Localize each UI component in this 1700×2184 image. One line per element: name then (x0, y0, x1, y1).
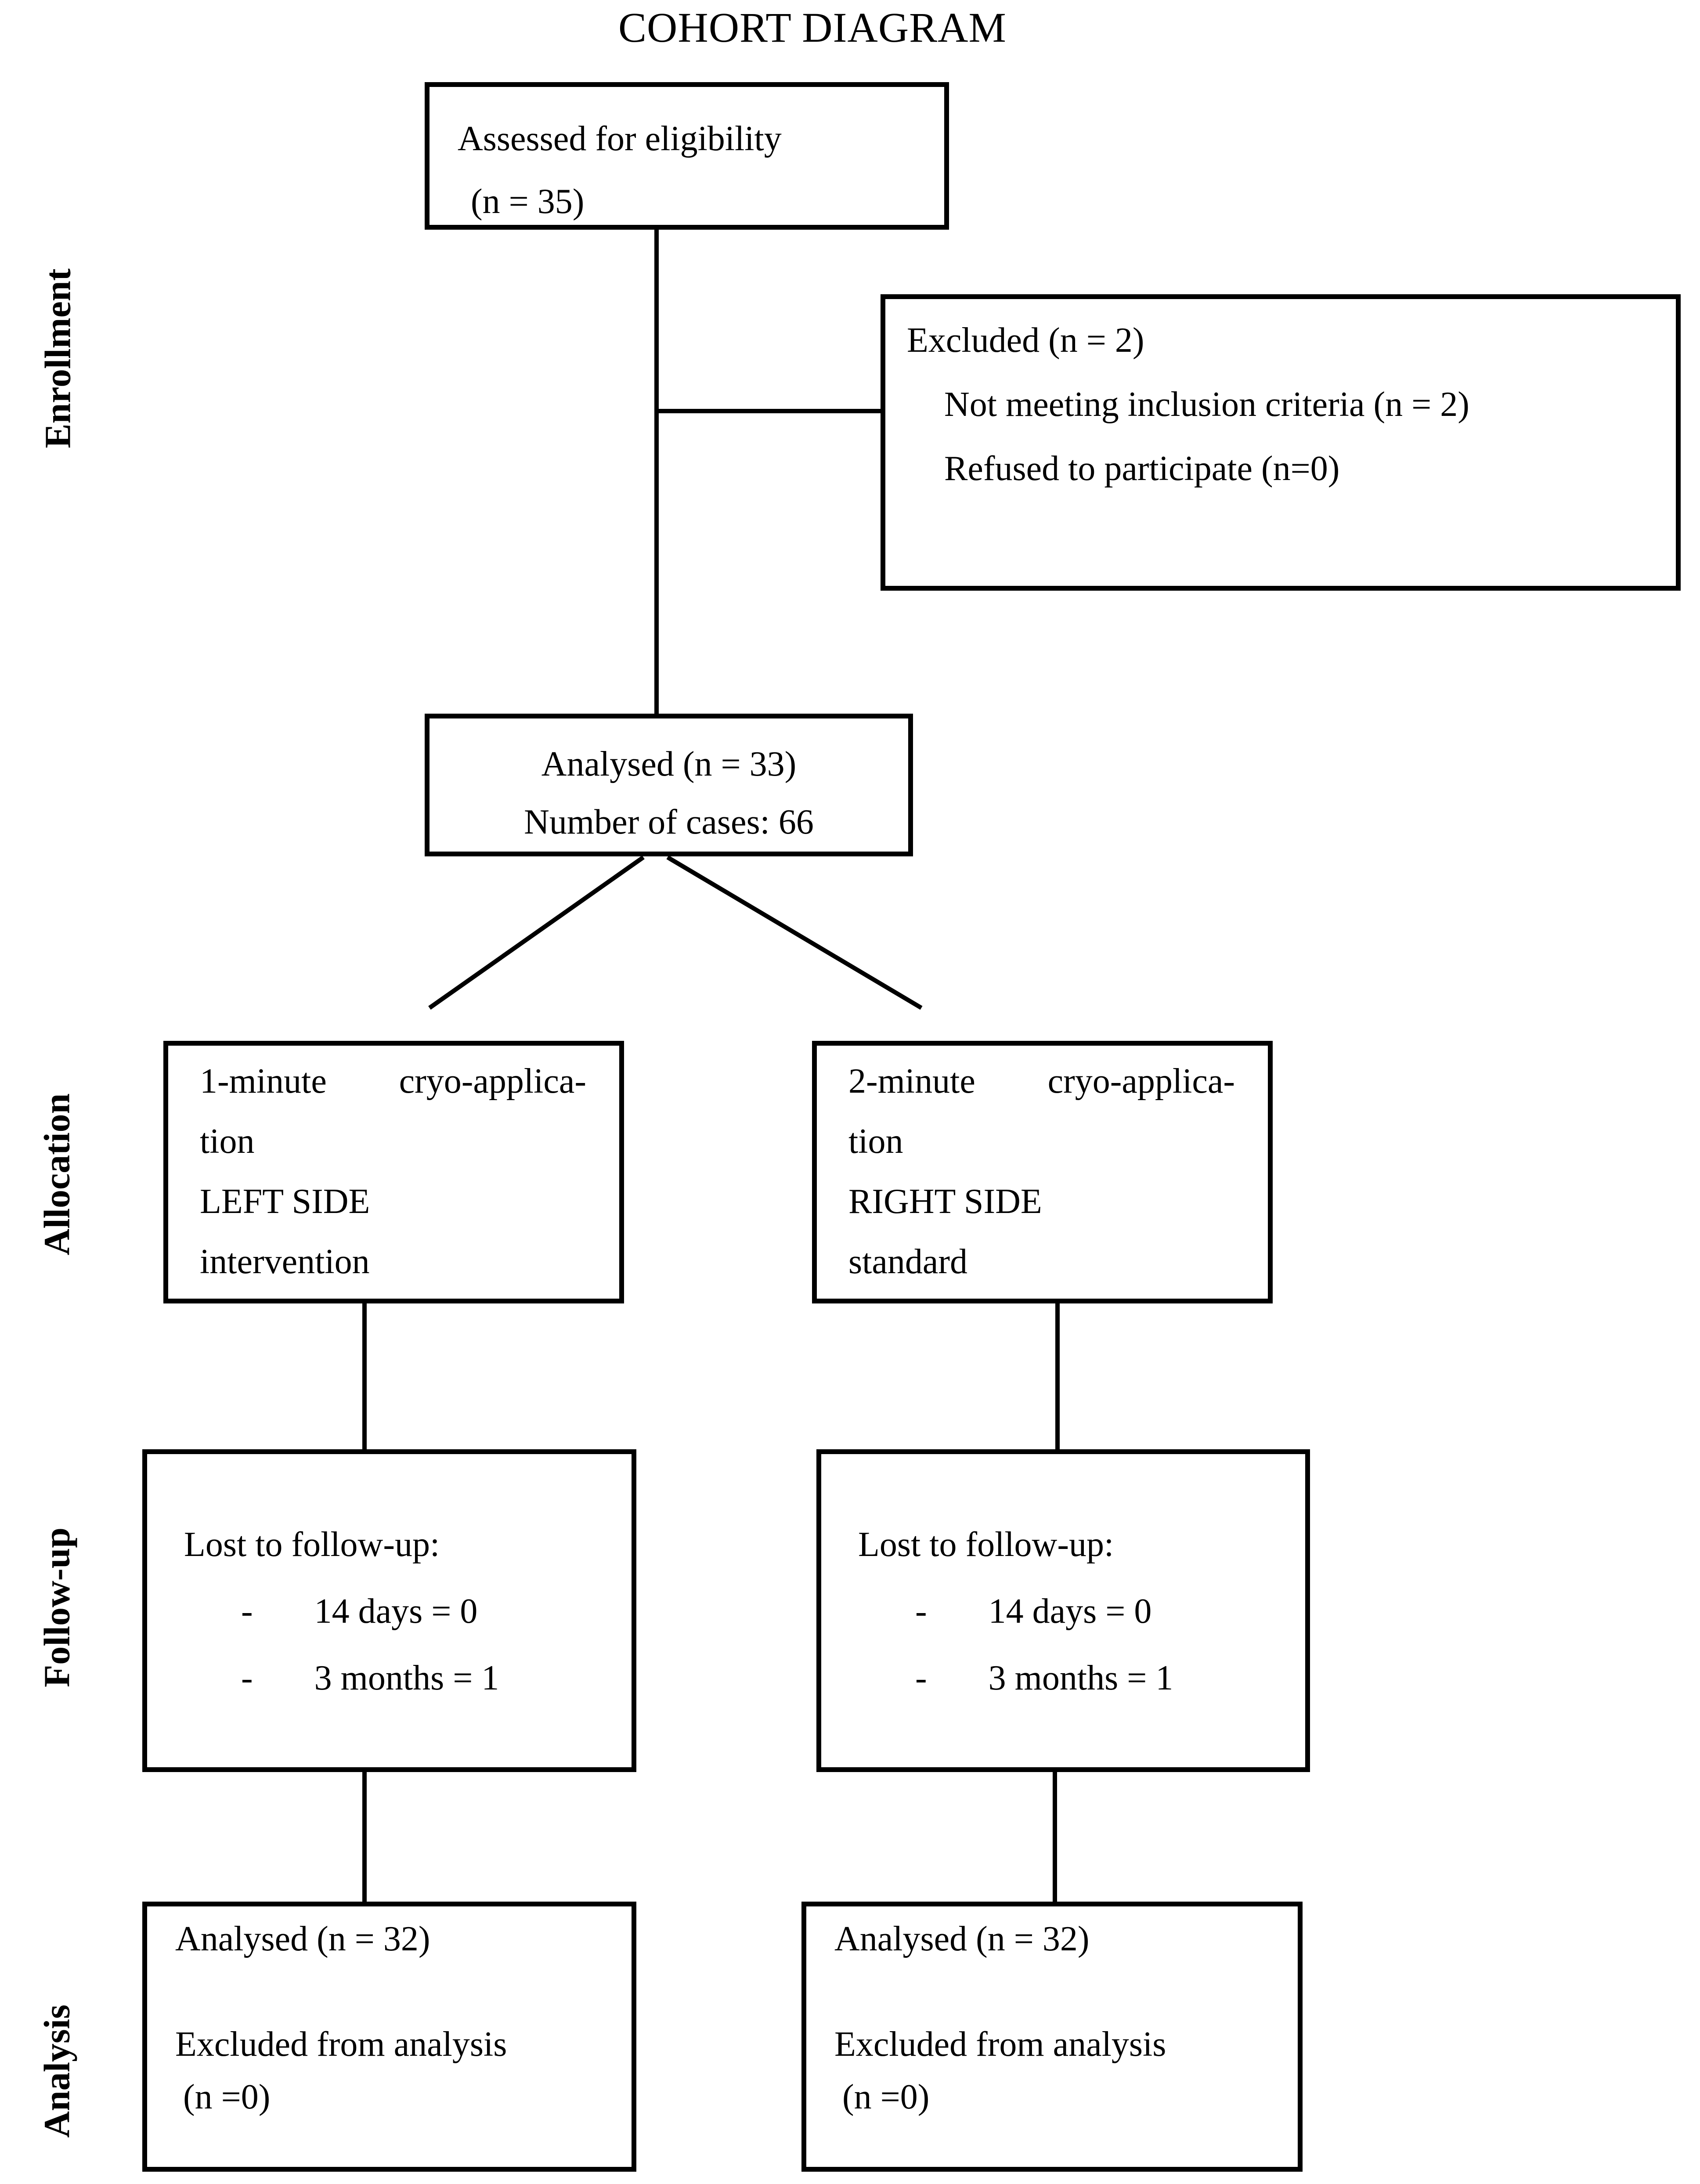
excluded-box: Excluded (n = 2) Not meeting inclusion c… (881, 294, 1681, 591)
allocation-left-line2: tion (200, 1122, 255, 1161)
followup-left-bullet1: - 14 days = 0 (184, 1578, 623, 1645)
allocation-right-line2: tion (848, 1122, 903, 1161)
allocation-right-line1: 2-minute cryo-applica- (848, 1051, 1235, 1112)
allocation-left-line1: 1-minute cryo-applica- (200, 1051, 586, 1112)
analysis-right-line2: Excluded from analysis (834, 2025, 1166, 2064)
blank-line (834, 1965, 1289, 2018)
allocation-right-line4: standard (848, 1242, 968, 1281)
analysis-right-box: Analysed (n = 32) Excluded from analysis… (801, 1902, 1303, 2172)
connector-diagonal-right (666, 855, 923, 1010)
assessed-line2: (n = 35) (471, 182, 585, 221)
analysis-left-line1: Analysed (n = 32) (175, 1920, 430, 1958)
blank-line (175, 1965, 623, 2018)
followup-left-bullet1-text: 14 days = 0 (314, 1592, 478, 1631)
allocation-left-line1-start: 1-minute (200, 1062, 327, 1101)
followup-right-bullet1: - 14 days = 0 (858, 1578, 1296, 1645)
analysis-left-box: Analysed (n = 32) Excluded from analysis… (142, 1902, 636, 2172)
allocation-right-line3: RIGHT SIDE (848, 1182, 1042, 1221)
bullet-dash: - (241, 1659, 253, 1697)
followup-right-box: Lost to follow-up: - 14 days = 0 - 3 month… (816, 1449, 1310, 1772)
diagram-title: COHORT DIAGRAM (618, 4, 1007, 51)
followup-left-box: Lost to follow-up: - 14 days = 0 - 3 month… (142, 1449, 636, 1772)
analysed-total-line1: Analysed (n = 33) (541, 745, 797, 783)
allocation-left-box: 1-minute cryo-applica- tion LEFT SIDE in… (163, 1041, 624, 1303)
allocation-right-box: 2-minute cryo-applica- tion RIGHT SIDE s… (812, 1041, 1273, 1303)
allocation-right-line1-start: 2-minute (848, 1062, 975, 1101)
analysis-left-line2: Excluded from analysis (175, 2025, 507, 2064)
analysed-total-box: Analysed (n = 33) Number of cases: 66 (425, 714, 913, 856)
excluded-line3: Refused to participate (n=0) (944, 449, 1340, 488)
assessed-line1: Assessed for eligibility (458, 119, 782, 158)
analysis-right-line1: Analysed (n = 32) (834, 1920, 1090, 1958)
excluded-line1: Excluded (n = 2) (907, 321, 1144, 360)
followup-right-bullet2: - 3 months = 1 (858, 1645, 1296, 1711)
followup-right-title: Lost to follow-up: (858, 1525, 1114, 1564)
bullet-dash: - (241, 1592, 253, 1631)
followup-right-bullet2-text: 3 months = 1 (988, 1659, 1173, 1697)
followup-left-bullet2: - 3 months = 1 (184, 1645, 623, 1711)
analysis-left-line3: (n =0) (183, 2078, 271, 2116)
followup-right-bullet1-text: 14 days = 0 (988, 1592, 1152, 1631)
excluded-line2: Not meeting inclusion criteria (n = 2) (944, 385, 1469, 424)
followup-left-bullet2-text: 3 months = 1 (314, 1659, 499, 1697)
analysis-right-line3: (n =0) (842, 2078, 930, 2116)
bullet-dash: - (915, 1659, 927, 1697)
allocation-right-line1-end: cryo-applica- (1047, 1062, 1235, 1101)
followup-left-title: Lost to follow-up: (184, 1525, 440, 1564)
connector-diagonal-left (428, 855, 645, 1010)
allocation-left-line3: LEFT SIDE (200, 1182, 370, 1221)
bullet-dash: - (915, 1592, 927, 1631)
allocation-left-line1-end: cryo-applica- (399, 1062, 586, 1101)
assessed-eligibility-box: Assessed for eligibility (n = 35) (425, 82, 949, 230)
analysed-total-line2: Number of cases: 66 (524, 803, 814, 841)
allocation-left-line4: intervention (200, 1242, 370, 1281)
